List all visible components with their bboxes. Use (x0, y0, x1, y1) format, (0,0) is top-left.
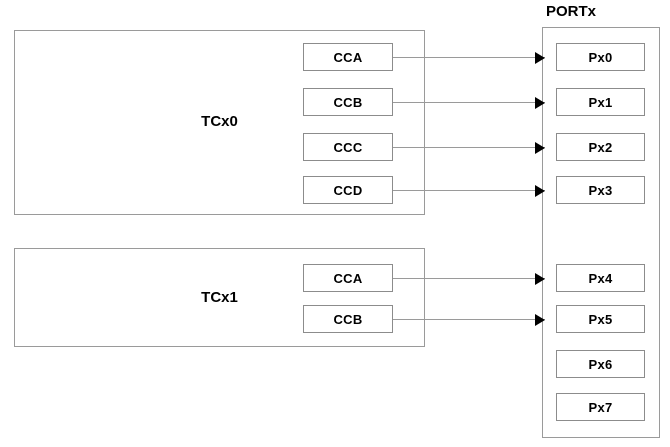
capture-compare-box-tcx0-ccd: CCD (303, 176, 393, 204)
port-pin-px1: Px1 (556, 88, 645, 116)
port-pin-px7: Px7 (556, 393, 645, 421)
port-pin-px6: Px6 (556, 350, 645, 378)
port-pin-px2: Px2 (556, 133, 645, 161)
connection-line-ccb-to-px1 (393, 102, 545, 103)
arrow-icon-px0 (535, 52, 545, 64)
connection-line-cca-to-px0 (393, 57, 545, 58)
capture-compare-box-tcx1-ccb: CCB (303, 305, 393, 333)
capture-compare-box-tcx0-ccc: CCC (303, 133, 393, 161)
timer-label-tcx1: TCx1 (201, 289, 238, 306)
port-pin-px0: Px0 (556, 43, 645, 71)
port-pin-px5: Px5 (556, 305, 645, 333)
arrow-icon-px1 (535, 97, 545, 109)
connection-line-cca-to-px4 (393, 278, 545, 279)
capture-compare-box-tcx0-cca: CCA (303, 43, 393, 71)
arrow-icon-px2 (535, 142, 545, 154)
arrow-icon-px4 (535, 273, 545, 285)
arrow-icon-px3 (535, 185, 545, 197)
port-title: PORTx (546, 3, 597, 20)
timer-label-tcx0: TCx0 (201, 113, 238, 130)
connection-line-ccc-to-px2 (393, 147, 545, 148)
capture-compare-box-tcx0-ccb: CCB (303, 88, 393, 116)
connection-line-ccb-to-px5 (393, 319, 545, 320)
port-pin-px3: Px3 (556, 176, 645, 204)
arrow-icon-px5 (535, 314, 545, 326)
capture-compare-box-tcx1-cca: CCA (303, 264, 393, 292)
port-pin-px4: Px4 (556, 264, 645, 292)
connection-line-ccd-to-px3 (393, 190, 545, 191)
